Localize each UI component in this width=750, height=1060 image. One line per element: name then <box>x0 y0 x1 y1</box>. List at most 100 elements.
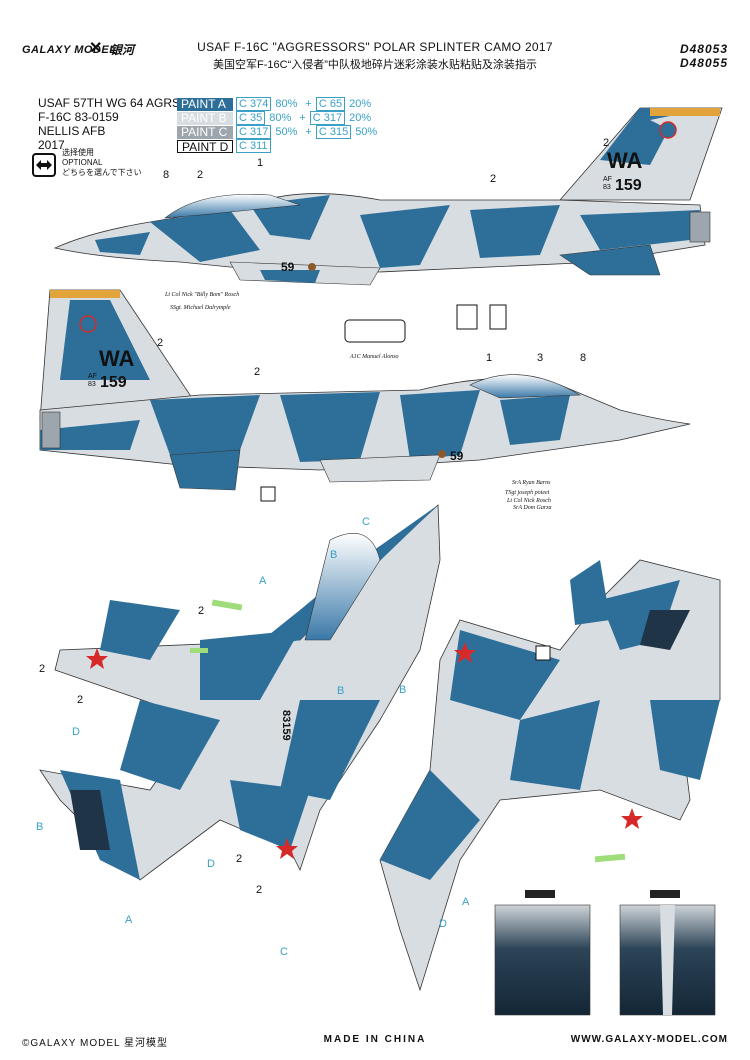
callout-b-top-2: B <box>337 685 344 697</box>
paint-a-label: PAINT A <box>177 97 233 111</box>
callout-2-right-b: 2 <box>254 366 260 378</box>
paint-a-plus: + <box>305 98 312 110</box>
callout-2-left-c: 2 <box>603 137 609 149</box>
paint-row-a: PAINT A C 374 80% + C 65 20% <box>177 97 381 111</box>
paint-c-pct2: 50% <box>355 126 378 138</box>
footer-made-in: MADE IN CHINA <box>323 1034 427 1045</box>
paint-b-label: PAINT B <box>177 111 233 125</box>
tail-serial-left: 159 <box>615 177 642 194</box>
paint-row-c: PAINT C C 317 50% + C 315 50% <box>177 125 381 139</box>
paint-a-pct1: 80% <box>275 98 298 110</box>
callout-8-right: 8 <box>580 352 586 364</box>
pilot-name-left: Lt Col Nick "Billy Bom" Rosch <box>164 292 239 298</box>
red-star-bottom-2 <box>621 808 643 829</box>
callout-d-top-2: D <box>207 858 215 870</box>
tail-code-right: WA <box>99 346 135 371</box>
crew-name-4: SrA Dom Garza <box>513 505 552 511</box>
brand-logo-cn: 银河 <box>110 43 135 57</box>
paint-a-pct2: 20% <box>349 98 372 110</box>
paint-c-pct1: 50% <box>275 126 298 138</box>
paint-c-code1: C 317 <box>236 125 272 139</box>
red-star-top-2 <box>276 838 298 859</box>
product-code-1: D48053 <box>679 42 728 56</box>
top-view <box>39 504 441 881</box>
brand-x-icon: ✕ <box>89 40 103 57</box>
paint-d-code1: C 311 <box>236 139 271 153</box>
paint-d-label: PAINT D <box>177 139 233 153</box>
brand-logo-text: GALAXY MODEL <box>22 44 117 56</box>
callout-1-right: 1 <box>486 352 492 364</box>
paint-b-code1: C 35 <box>236 111 266 125</box>
callout-d-top-1: D <box>72 726 80 738</box>
callout-2-top-5: 2 <box>256 884 262 896</box>
red-star-top-1 <box>86 648 108 669</box>
callout-a-top-1: A <box>259 575 267 587</box>
callout-2-top-4: 2 <box>236 853 242 865</box>
side-number-left: 59 <box>281 260 295 274</box>
sheet-title-en: USAF F-16C "AGGRESSORS" POLAR SPLINTER C… <box>197 40 553 54</box>
info-base: NELLIS AFB <box>38 124 106 138</box>
optional-box-bottom <box>535 645 551 661</box>
paint-row-d: PAINT D C 311 <box>177 139 381 153</box>
product-code-2: D48055 <box>679 56 728 70</box>
callout-8-left: 8 <box>163 169 169 181</box>
optional-box-left-1 <box>456 304 478 330</box>
optional-arrows-icon <box>32 153 56 177</box>
tail-af-right: AF <box>88 373 97 380</box>
paint-c-code2: C 315 <box>315 125 352 139</box>
footer-website[interactable]: WWW.GALAXY-MODEL.COM <box>570 1034 728 1045</box>
tail-code-left: WA <box>607 148 643 173</box>
callout-2-left-b: 2 <box>490 173 496 185</box>
red-star-bottom-1 <box>454 642 476 663</box>
tail-serial-right: 159 <box>100 374 127 391</box>
callout-2-left-a: 2 <box>197 169 203 181</box>
tail-af-left: AF <box>603 176 612 183</box>
callout-a-top-2: A <box>125 914 133 926</box>
optional-en: OPTIONAL <box>62 158 103 167</box>
paint-b-pct1: 80% <box>269 112 292 124</box>
callout-b-bottom: B <box>399 684 406 696</box>
callout-2-top-2: 2 <box>39 663 45 675</box>
callout-b-top-1: B <box>330 549 337 561</box>
paint-c-label: PAINT C <box>177 125 233 139</box>
callout-c-top: C <box>362 516 370 528</box>
callout-d-bottom: D <box>439 918 447 930</box>
tail-83-left: 83 <box>603 184 611 191</box>
callout-3-right: 3 <box>537 352 543 364</box>
info-serial: F-16C 83-0159 <box>38 110 119 124</box>
crew-name-2: TSgt joseph poteet <box>505 490 550 496</box>
paint-row-b: PAINT B C 35 80% + C 317 20% <box>177 111 381 125</box>
crew-name-1: SrA Ryan Barns <box>512 480 551 486</box>
bottom-view <box>379 559 721 992</box>
optional-cn: 选择使用 <box>62 148 94 157</box>
info-year: 2017 <box>38 138 65 152</box>
paint-b-pct2: 20% <box>349 112 372 124</box>
crew-name-3: Lt Col Nick Rosch <box>506 498 551 504</box>
callout-c-top-2: C <box>280 946 288 958</box>
paint-a-code1: C 374 <box>236 97 272 111</box>
callout-2-top-3: 2 <box>77 694 83 706</box>
callout-2-top-1: 2 <box>198 605 204 617</box>
top-serial: 83159 <box>280 710 292 741</box>
squadron-badge-left <box>659 121 677 139</box>
paint-b-plus: + <box>299 112 306 124</box>
footer-copyright: ©GALAXY MODEL 星河模型 <box>22 1038 168 1049</box>
side-profile-right <box>39 289 691 491</box>
crew-chief-left: SSgt. Michael Dalrymple <box>170 305 231 311</box>
callout-1-left: 1 <box>257 157 263 169</box>
patch-left <box>308 263 316 271</box>
sheet-title-cn: 美国空军F-16C“入侵者”中队极地碎片迷彩涂装水贴粘贴及涂装指示 <box>213 59 537 71</box>
aircraft-info: USAF 57TH WG 64 AGRS F-16C 83-0159 NELLI… <box>38 96 180 152</box>
callout-b-top-3: B <box>36 821 43 833</box>
optional-jp: どちらを選んで下さい <box>62 168 142 177</box>
optional-note: 选择使用 OPTIONAL どちらを選んで下さい <box>62 148 142 178</box>
canopy-decal <box>344 319 406 343</box>
crew-a1c: A1C Manuel Alonso <box>349 354 399 360</box>
optional-box-right <box>260 486 276 502</box>
optional-box-left-2 <box>489 304 507 330</box>
side-number-right: 59 <box>450 449 464 463</box>
paint-legend: PAINT A C 374 80% + C 65 20% PAINT B C 3… <box>177 97 381 153</box>
paint-b-code2: C 317 <box>309 111 346 125</box>
tail-83-right: 83 <box>88 381 96 388</box>
